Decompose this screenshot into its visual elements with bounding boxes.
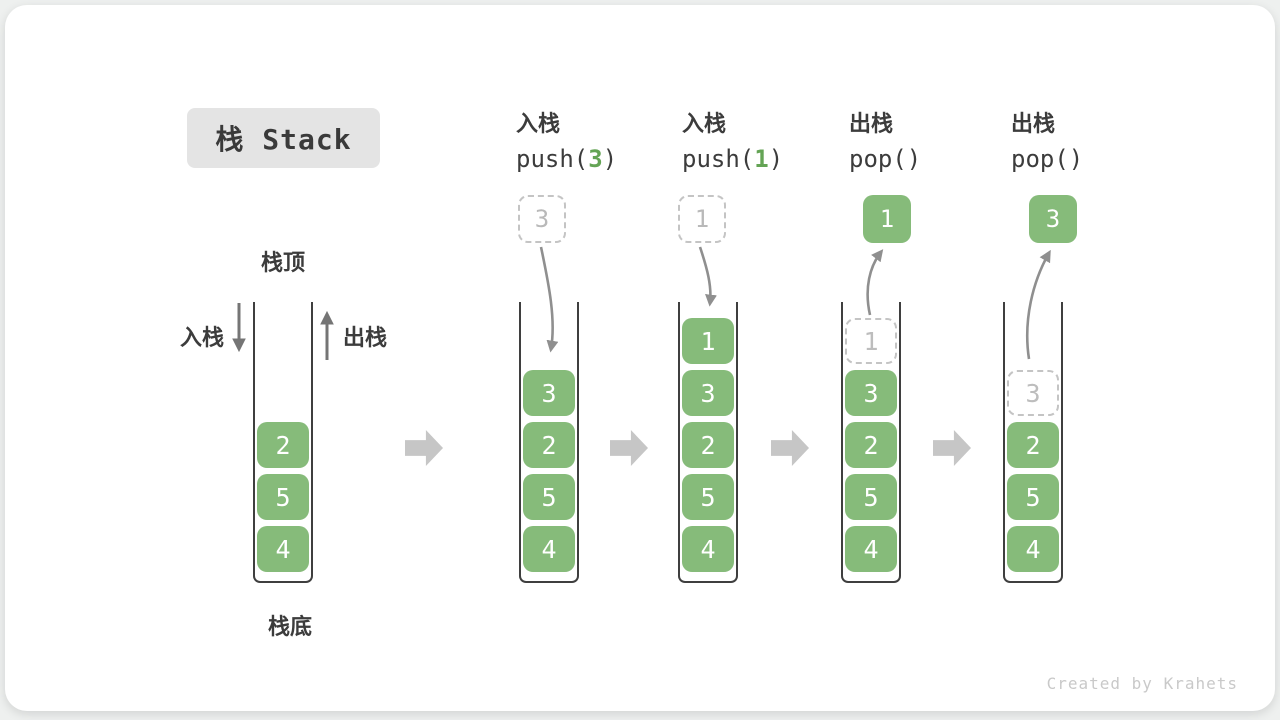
stack-item: 3 <box>523 370 575 416</box>
stack-container-after-pop3: 3 2 5 4 <box>1003 302 1063 583</box>
step2-op-label: 入栈 <box>682 112 727 137</box>
ghost-item: 1 <box>845 318 897 364</box>
stack-item: 2 <box>682 422 734 468</box>
stack-item: 2 <box>257 422 309 468</box>
pushed-value-box: 3 <box>518 195 566 243</box>
popped-value-box: 3 <box>1029 195 1077 243</box>
step4-header: 出栈 pop() <box>1011 106 1083 173</box>
stack-container-after-pop1: 1 3 2 5 4 <box>841 302 901 583</box>
stack-item: 2 <box>845 422 897 468</box>
next-step-arrow-icon <box>610 430 648 466</box>
page-title: 栈 Stack <box>215 123 352 156</box>
step4-code-label: pop() <box>1011 145 1084 173</box>
stack-container-after-push1: 1 3 2 5 4 <box>678 302 738 583</box>
stack-item: 5 <box>1007 474 1059 520</box>
step3-op-label: 出栈 <box>849 112 894 137</box>
step1-header: 入栈 push(3) <box>516 106 617 173</box>
stack-container-initial: 2 5 4 <box>253 302 313 583</box>
step3-header: 出栈 pop() <box>849 106 921 173</box>
stack-item: 1 <box>682 318 734 364</box>
step4-op-label: 出栈 <box>1011 112 1056 137</box>
step1-code-arg: 3 <box>588 145 603 173</box>
ghost-item: 3 <box>1007 370 1059 416</box>
push-arrow-icon <box>698 246 717 307</box>
stack-item: 3 <box>682 370 734 416</box>
pop-side-label: 出栈 <box>343 326 388 351</box>
stack-item: 5 <box>257 474 309 520</box>
stack-item: 4 <box>845 526 897 572</box>
step2-header: 入栈 push(1) <box>682 106 783 173</box>
stack-bottom-label: 栈底 <box>268 615 313 640</box>
step1-code-label: push(3) <box>516 145 618 173</box>
next-step-arrow-icon <box>933 430 971 466</box>
stack-top-label: 栈顶 <box>261 251 306 276</box>
step2-code-label: push(1) <box>682 145 784 173</box>
title-box: 栈 Stack <box>187 108 380 168</box>
step2-code-arg: 1 <box>754 145 769 173</box>
stack-item: 4 <box>1007 526 1059 572</box>
stack-item: 4 <box>257 526 309 572</box>
popped-value-box: 1 <box>863 195 911 243</box>
stack-item: 3 <box>845 370 897 416</box>
stack-item: 4 <box>682 526 734 572</box>
next-step-arrow-icon <box>405 430 443 466</box>
stack-item: 2 <box>1007 422 1059 468</box>
stack-item: 5 <box>523 474 575 520</box>
push-side-label: 入栈 <box>180 326 225 351</box>
step3-code-label: pop() <box>849 145 922 173</box>
stack-item: 2 <box>523 422 575 468</box>
stack-container-after-push3: 3 2 5 4 <box>519 302 579 583</box>
next-step-arrow-icon <box>771 430 809 466</box>
pushed-value-box: 1 <box>678 195 726 243</box>
stack-item: 4 <box>523 526 575 572</box>
watermark: Created by Krahets <box>1046 674 1238 693</box>
step1-op-label: 入栈 <box>516 112 561 137</box>
stack-item: 5 <box>845 474 897 520</box>
stack-item: 5 <box>682 474 734 520</box>
